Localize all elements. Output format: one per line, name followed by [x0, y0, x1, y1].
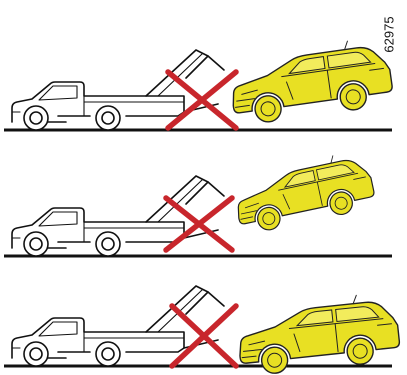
- car-1: [227, 36, 395, 127]
- prohibited-cross-3: [172, 306, 236, 366]
- prohibited-cross-1: [168, 72, 236, 128]
- scene-3: [4, 286, 401, 375]
- scene-2: [4, 149, 392, 256]
- car-3: [235, 291, 401, 375]
- car-2: [230, 149, 377, 236]
- prohibited-cross-2: [166, 198, 232, 250]
- scene-1: [4, 36, 395, 130]
